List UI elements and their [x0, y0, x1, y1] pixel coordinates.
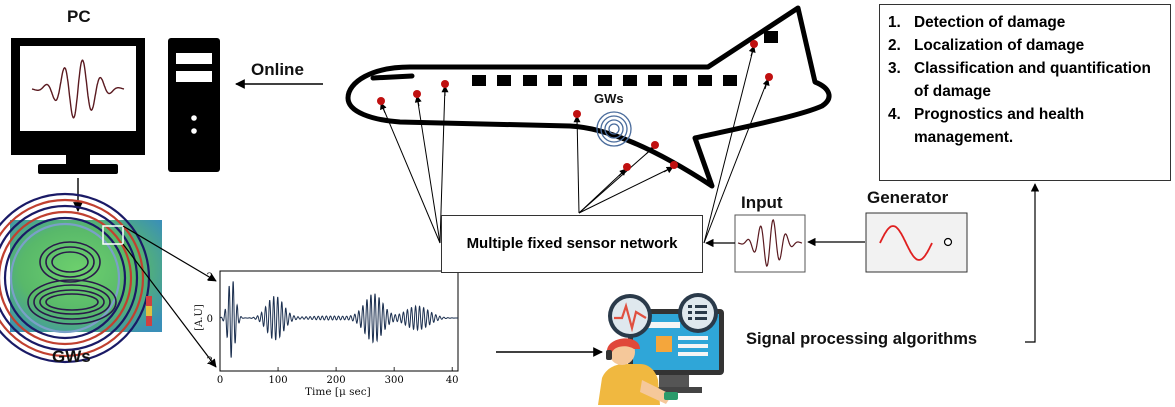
goal-number: 2.: [888, 37, 901, 54]
gws-label-airplane: GWs: [594, 91, 624, 106]
goal-item: 4. Prognostics and health management.: [888, 103, 1162, 149]
y-ticks: 2 0 2: [207, 272, 213, 367]
x-tick-label: 100: [269, 375, 288, 386]
sensor-lines: [380, 45, 769, 244]
plot-xlabel: Time [μ sec]: [305, 386, 371, 398]
sensor-dot: [750, 40, 758, 48]
goal-item: 2. Localization of damage: [888, 34, 1162, 57]
goal-number: 1.: [888, 14, 901, 31]
sensor-dot: [623, 163, 631, 171]
sensor-network-box: Multiple fixed sensor network: [441, 215, 703, 273]
sensor-dot: [651, 141, 659, 149]
gws-label-field: GWs: [52, 347, 91, 366]
plot-ylabel: [A.U]: [193, 304, 205, 331]
sensor-dot: [413, 90, 421, 98]
gw-rings: [596, 111, 632, 147]
x-tick-label: 300: [385, 375, 404, 386]
x-tick-label: 40: [446, 375, 459, 386]
x-ticks: 0 100 200 300 40: [217, 367, 459, 386]
goal-text: Classification and quantification of dam…: [914, 60, 1151, 100]
input-signal-box: [734, 214, 806, 273]
sensor-network-label: Multiple fixed sensor network: [466, 235, 678, 253]
x-tick-label: 0: [217, 375, 223, 386]
airplane-icon: [345, 5, 832, 189]
monitor-icon: [11, 38, 145, 174]
input-label: Input: [741, 193, 783, 212]
goal-text: Localization of damage: [914, 37, 1085, 54]
y-tick-label: 2: [207, 272, 213, 283]
sensor-dot: [573, 110, 581, 118]
signal-processing-label: Signal processing algorithms: [746, 330, 978, 348]
y-tick-label: 0: [207, 314, 213, 325]
x-tick-label: 200: [327, 375, 346, 386]
sensor-dot: [441, 80, 449, 88]
goal-text: Prognostics and health management.: [914, 106, 1085, 146]
engineer-workstation-icon: [598, 293, 724, 405]
sensor-dots: [377, 40, 773, 171]
airplane-windows: [472, 31, 778, 86]
goal-text: Detection of damage: [914, 14, 1066, 31]
goal-number: 3.: [888, 60, 901, 77]
sensor-dot: [670, 161, 678, 169]
goals-box: 1. Detection of damage 2. Localization of …: [879, 4, 1171, 181]
goals-list: 1. Detection of damage 2. Localization of …: [888, 11, 1162, 149]
computer-tower-icon: [168, 38, 220, 172]
online-label: Online: [251, 60, 304, 79]
goal-number: 4.: [888, 106, 901, 123]
generator-label: Generator: [867, 188, 949, 207]
pc-label: PC: [67, 7, 91, 26]
goal-item: 1. Detection of damage: [888, 11, 1162, 34]
sensor-dot: [377, 97, 385, 105]
goal-item: 3. Classification and quantification of d…: [888, 57, 1162, 103]
sensor-dot: [765, 73, 773, 81]
signal-generator-icon: [865, 212, 968, 273]
y-tick-label: 2: [207, 356, 213, 367]
gw-field-image: [0, 192, 162, 364]
